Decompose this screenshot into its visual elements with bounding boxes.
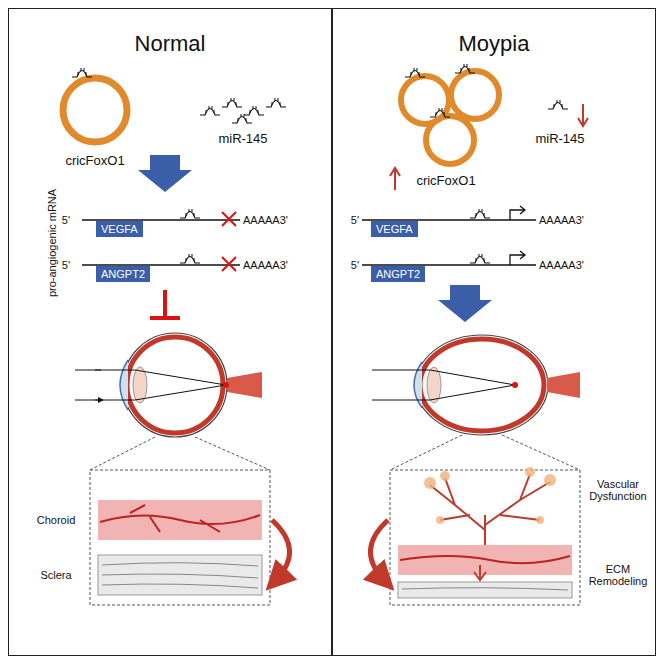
gene-box: VEGFA [371,221,418,237]
gene-box: ANGPT2 [371,266,425,282]
figure-label: AAAAA3' [243,259,288,271]
figure-label: cricFoxO1 [65,153,124,168]
figure-label: 5' [62,214,70,226]
gene-box: ANGPT2 [96,266,150,282]
figure-label: AAAAA3' [539,214,584,226]
figure-label: 5' [351,214,359,226]
gene-box: VEGFA [96,221,143,237]
figure-label: 5' [62,259,70,271]
panel-heading: Normal [9,31,331,57]
figure-label: AAAAA3' [243,214,288,226]
figure-label: 5' [351,259,359,271]
figure-label: Sclera [40,569,71,581]
gene-name: ANGPT2 [101,268,145,280]
gene-name: VEGFA [376,223,413,235]
panel-frame: MoypiaVEGFA ANGPT2 [332,8,656,656]
gene-name: ANGPT2 [376,268,420,280]
figure-label: miR-145 [535,131,584,146]
figure-label: cricFoxO1 [416,173,475,188]
panel-frame: NormalVEGFA ANGPT2 [8,8,332,656]
panel-heading: Moypia [333,31,655,57]
figure-label: pro-angiogenic mRNA [46,189,58,297]
figure-label: Choroid [37,514,76,526]
figure-label: ECM Remodeling [583,563,653,587]
figure-label: Vascular Dysfunction [583,478,653,502]
figure-label: miR-145 [218,131,267,146]
gene-name: VEGFA [101,223,138,235]
figure-label: AAAAA3' [539,259,584,271]
